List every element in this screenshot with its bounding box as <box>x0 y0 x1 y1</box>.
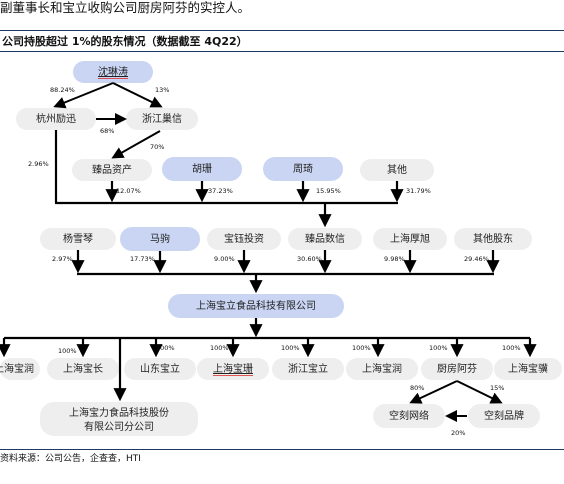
pct-sub-3: 100% <box>156 344 175 352</box>
node-qita-gudong: 其他股东 <box>454 228 532 250</box>
node-kongke-pinpai: 空刻品牌 <box>468 404 540 428</box>
source-note: 资料来源：公司公告，企查查，HTI <box>0 454 141 464</box>
node-sub-5: 浙江宝立 <box>272 358 344 380</box>
node-hangzhou-lixun: 杭州励迅 <box>16 108 96 130</box>
svg-text:上海宝珊: 上海宝珊 <box>213 362 253 375</box>
figure-title-bar: 公司持股超过 1%的股东情况（数据截至 4Q22） <box>0 30 564 52</box>
svg-text:其他: 其他 <box>387 163 407 176</box>
pct-maju: 17.73% <box>130 255 155 263</box>
svg-text:空刻品牌: 空刻品牌 <box>484 409 524 422</box>
node-zhenpin-zichan: 臻品资产 <box>72 159 152 181</box>
svg-text:上海宝长: 上海宝长 <box>63 362 103 375</box>
node-sub-3: 山东宝立 <box>124 358 196 380</box>
pct-sub-2: 100% <box>58 347 77 355</box>
pct-zhenpin-shuxin: 30.60% <box>297 255 322 263</box>
pct-zhenpin: 12.07% <box>116 187 141 195</box>
node-sub-4: 上海宝珊 <box>197 358 269 380</box>
node-sub-7: 厨房阿芬 <box>421 358 493 380</box>
pct-pinpai-wangluo: 20% <box>451 429 465 437</box>
node-hushan: 胡珊 <box>162 157 242 181</box>
pct-zhejiang-zhenpin: 70% <box>150 143 164 151</box>
svg-text:马驹: 马驹 <box>150 232 170 245</box>
node-sub-8: 上海宝骥 <box>494 358 562 380</box>
pct-afen-pinpai: 15% <box>490 384 504 392</box>
node-shanghai-shaoxu: 上海厚旭 <box>373 228 447 250</box>
intro-text: 副董事长和宝立收购公司厨房阿芬的实控人。 <box>0 0 251 15</box>
branch-label: 上海宝力食品科技股份 <box>69 406 169 419</box>
svg-text:臻品数信: 臻品数信 <box>305 232 345 245</box>
pct-hangzhou-company: 2.96% <box>28 160 49 168</box>
figure-title: 公司持股超过 1%的股东情况（数据截至 4Q22） <box>2 35 248 48</box>
node-sub-6: 上海宝润 <box>346 358 418 380</box>
svg-text:空刻网络: 空刻网络 <box>389 409 429 422</box>
footer-divider <box>0 449 564 450</box>
node-shenlintao: 沈琳涛 <box>73 61 153 83</box>
pct-yangxueqin: 2.97% <box>52 255 73 263</box>
node-zhenpin-shuxin: 臻品数信 <box>288 228 362 250</box>
svg-text:杭州励迅: 杭州励迅 <box>36 112 76 125</box>
shareholding-diagram: 沈琳涛 杭州励迅 浙江巢信 臻品资产 胡珊 周琦 其他 杨雪琴 马驹 宝钰投资 … <box>0 61 562 437</box>
pct-shen-zhejiang: 13% <box>155 86 169 94</box>
node-maju: 马驹 <box>120 227 200 251</box>
node-sub-1: 上海宝润 <box>0 358 40 380</box>
pct-hushan: 37.23% <box>208 187 233 195</box>
node-qita: 其他 <box>360 159 434 181</box>
svg-text:杨雪琴: 杨雪琴 <box>63 232 93 245</box>
pct-qita: 31.79% <box>406 187 431 195</box>
svg-text:胡珊: 胡珊 <box>192 162 212 175</box>
node-baoyu-touzi: 宝钰投资 <box>207 228 281 250</box>
node-zhouqi: 周琦 <box>263 157 343 181</box>
svg-text:上海宝骥: 上海宝骥 <box>508 362 548 375</box>
node-company: 上海宝立食品科技有限公司 <box>168 294 344 318</box>
svg-text:上海宝立食品科技有限公司: 上海宝立食品科技有限公司 <box>196 299 316 312</box>
node-zhejiang-fengxin: 浙江巢信 <box>126 108 198 130</box>
svg-text:上海宝润: 上海宝润 <box>0 362 34 375</box>
node-sub-2: 上海宝长 <box>47 358 119 380</box>
pct-sub-4: 100% <box>210 344 229 352</box>
svg-text:山东宝立: 山东宝立 <box>140 362 180 375</box>
pct-afen-wangluo: 80% <box>410 384 424 392</box>
node-kongke-wangluo: 空刻网络 <box>373 404 445 428</box>
pct-qita-gudong: 29.46% <box>464 255 489 263</box>
svg-text:上海宝润: 上海宝润 <box>362 362 402 375</box>
svg-text:浙江宝立: 浙江宝立 <box>288 362 328 375</box>
node-branch: 上海宝力食品科技股份 有限公司分公司 <box>40 402 198 436</box>
svg-text:厨房阿芬: 厨房阿芬 <box>437 362 477 375</box>
pct-hangzhou-zhejiang: 68% <box>100 127 114 135</box>
svg-text:其他股东: 其他股东 <box>473 232 513 245</box>
pct-sub-8: 100% <box>502 344 521 352</box>
pct-zhouqi: 15.95% <box>316 187 341 195</box>
pct-shaoxu: 9.98% <box>384 255 405 263</box>
svg-text:臻品资产: 臻品资产 <box>92 163 132 176</box>
pct-sub-6: 100% <box>352 344 371 352</box>
svg-text:浙江巢信: 浙江巢信 <box>142 112 182 125</box>
svg-text:有限公司分公司: 有限公司分公司 <box>84 420 154 433</box>
pct-shen-hangzhou: 88.24% <box>50 86 75 94</box>
pct-sub-7: 100% <box>429 344 448 352</box>
pct-sub-5: 100% <box>281 344 300 352</box>
svg-text:宝钰投资: 宝钰投资 <box>224 232 264 245</box>
svg-text:沈琳涛: 沈琳涛 <box>98 65 128 78</box>
svg-text:上海厚旭: 上海厚旭 <box>390 232 430 245</box>
node-yangxueqin: 杨雪琴 <box>40 228 116 250</box>
svg-text:周琦: 周琦 <box>293 163 313 175</box>
pct-baoyu: 9.00% <box>214 255 235 263</box>
